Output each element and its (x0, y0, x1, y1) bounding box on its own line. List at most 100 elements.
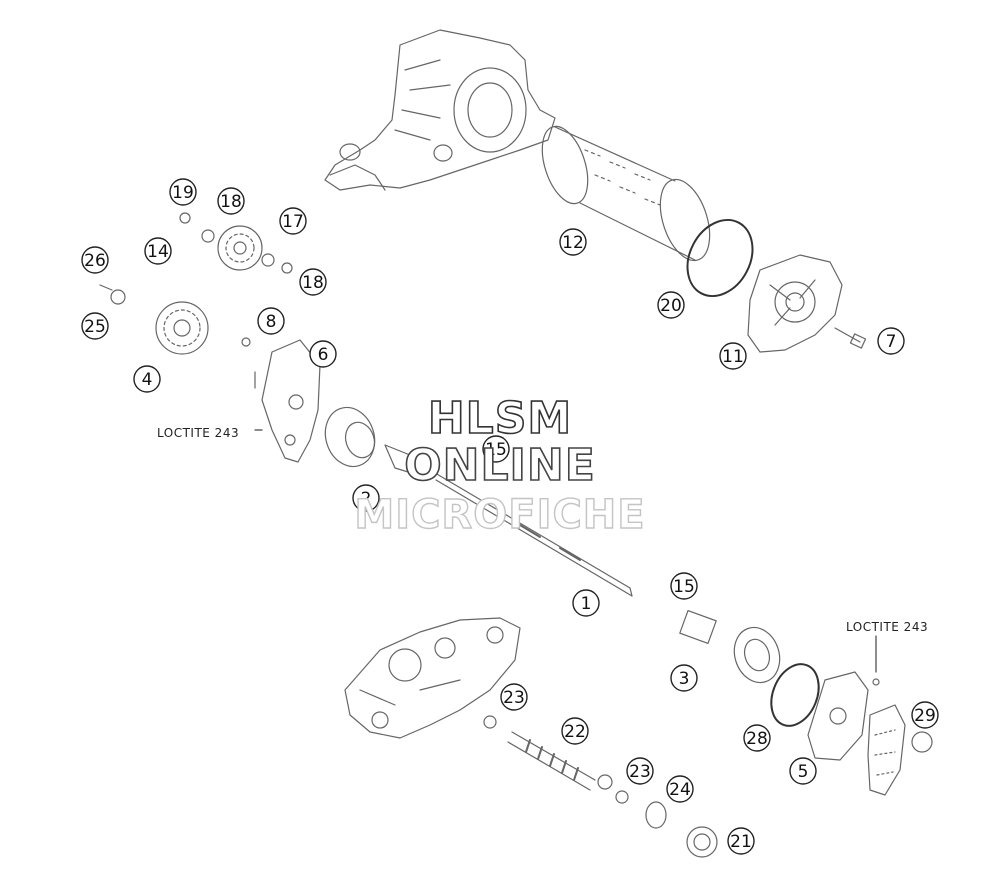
callout-circle (500, 683, 528, 711)
callout-circle (561, 717, 589, 745)
callout-c5: 5 (789, 757, 817, 785)
callout-circle (719, 342, 747, 370)
callout-number: 22 (564, 722, 586, 742)
callout-c8: 8 (257, 307, 285, 335)
callout-number: 8 (266, 312, 277, 332)
callout-circle (670, 572, 698, 600)
callout-number: 7 (886, 332, 897, 352)
callout-circle (666, 775, 694, 803)
callout-number: 6 (318, 345, 329, 365)
callout-circle (309, 340, 337, 368)
loctite-note-right: LOCTITE 243 (846, 620, 928, 634)
callout-c19: 19 (169, 178, 197, 206)
engine-case-bottom (344, 617, 521, 739)
watermark-line-2: ONLINE (403, 439, 596, 492)
callout-circle (626, 757, 654, 785)
callout-number: 26 (84, 251, 106, 271)
callout-labels: 1234567811121415151718181920212223232425… (81, 178, 939, 855)
callout-c1: 1 (572, 589, 600, 617)
callout-number: 18 (220, 192, 242, 212)
callout-c4: 4 (133, 365, 161, 393)
callout-number: 4 (142, 370, 153, 390)
callout-number: 3 (679, 669, 690, 689)
loctite-note-left: LOCTITE 243 (157, 426, 239, 440)
callout-number: 12 (562, 233, 584, 253)
callout-number: 11 (722, 347, 744, 367)
o-ring-20 (686, 218, 754, 298)
gear-4 (155, 301, 209, 355)
callout-number: 5 (798, 762, 809, 782)
callout-circle (657, 291, 685, 319)
callout-c24: 24 (666, 775, 694, 803)
callout-number: 28 (746, 729, 768, 749)
callout-c15a: 15 (482, 435, 510, 463)
callout-circle (789, 757, 817, 785)
callout-number: 2 (361, 489, 372, 509)
valve-spring-22 (483, 715, 613, 791)
watermark-line-3: MICROFICHE (354, 491, 646, 538)
pin-8 (241, 337, 256, 389)
small-parts-26-25 (99, 284, 126, 305)
callout-circle (559, 228, 587, 256)
pump-shaft-1 (429, 469, 633, 597)
pump-rotor-2 (324, 406, 419, 476)
plug-21 (686, 826, 718, 858)
cover-plate-29 (867, 678, 933, 796)
engine-case-top (324, 29, 556, 191)
callout-number: 24 (669, 780, 691, 800)
pump-cover-5 (807, 671, 869, 761)
o-ring-28 (770, 663, 820, 727)
pump-rotor-3 (733, 626, 781, 684)
callout-circle (169, 178, 197, 206)
callout-c11: 11 (719, 342, 747, 370)
watermark-line-1: HLSM (427, 392, 573, 445)
callout-circle (299, 268, 327, 296)
callout-number: 20 (660, 296, 682, 316)
callout-circle (133, 365, 161, 393)
callout-c6: 6 (309, 340, 337, 368)
callout-number: 29 (914, 706, 936, 726)
callout-circle (81, 312, 109, 340)
callout-number: 25 (84, 317, 106, 337)
callout-number: 19 (172, 183, 194, 203)
callout-c23b: 23 (626, 757, 654, 785)
callout-number: 1 (581, 594, 592, 614)
callout-c20: 20 (657, 291, 685, 319)
callout-number: 15 (485, 440, 507, 460)
callout-circle (727, 827, 755, 855)
gear-cluster-upper (179, 212, 293, 274)
callout-circle (572, 589, 600, 617)
callout-circle (352, 484, 380, 512)
callout-c29: 29 (911, 701, 939, 729)
callout-circle (279, 207, 307, 235)
callout-c21: 21 (727, 827, 755, 855)
callout-c15b: 15 (670, 572, 698, 600)
callout-number: 18 (302, 273, 324, 293)
oil-filter-cartridge (541, 125, 711, 262)
callout-circle (670, 664, 698, 692)
callout-circle (217, 187, 245, 215)
callout-number: 15 (673, 577, 695, 597)
callout-number: 14 (147, 242, 169, 262)
callout-number: 17 (282, 212, 304, 232)
callout-number: 23 (503, 688, 525, 708)
callout-circle (743, 724, 771, 752)
rotor-15-lower (679, 609, 717, 645)
callout-circle (877, 327, 905, 355)
washer-23 (615, 790, 629, 804)
callout-c14: 14 (144, 237, 172, 265)
seal-24 (645, 801, 667, 829)
callout-c7: 7 (877, 327, 905, 355)
callout-c18a: 18 (217, 187, 245, 215)
screw-7 (834, 327, 867, 349)
oil-filter-cover (747, 254, 843, 353)
callout-c25: 25 (81, 312, 109, 340)
callout-c22: 22 (561, 717, 589, 745)
callout-circle (81, 246, 109, 274)
callout-circle (911, 701, 939, 729)
callout-circle (482, 435, 510, 463)
callout-c18b: 18 (299, 268, 327, 296)
callout-c23a: 23 (500, 683, 528, 711)
